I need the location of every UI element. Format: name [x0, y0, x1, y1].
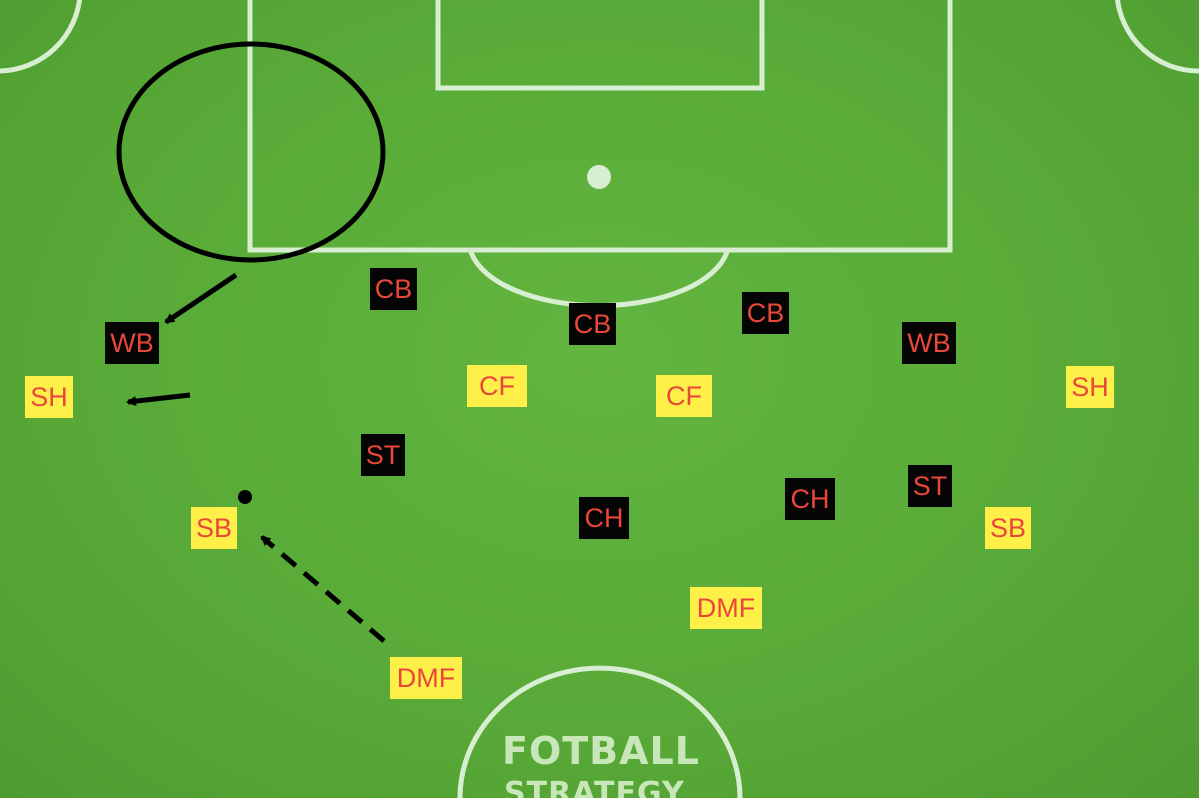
player-cf-right: CF [656, 375, 712, 417]
penalty-arc [468, 251, 730, 309]
space-highlight-ellipse [116, 41, 386, 263]
player-dmf-front: DMF [690, 587, 762, 629]
penalty-box [247, 0, 953, 253]
goal-area [435, 0, 765, 91]
player-sh-right: SH [1066, 366, 1114, 408]
player-ch-right: CH [785, 478, 835, 520]
penalty-spot [587, 165, 611, 189]
wb-movement-arrow [164, 272, 238, 325]
player-wb-left: WB [105, 322, 159, 364]
dmf-run-arrow [260, 535, 386, 643]
player-ch-left: CH [579, 497, 629, 539]
player-sh-left: SH [25, 376, 73, 418]
player-st-left: ST [361, 434, 405, 476]
ball-marker [238, 490, 252, 504]
watermark-logo-subtext: STRATEGY [504, 776, 685, 798]
center-circle-arc [457, 665, 743, 798]
player-cb-mid: CB [569, 303, 616, 345]
player-dmf-back: DMF [390, 657, 462, 699]
player-cb-left: CB [370, 268, 417, 310]
player-cb-right: CB [742, 292, 789, 334]
player-st-right: ST [908, 465, 952, 507]
player-sb-left: SB [191, 507, 237, 549]
player-cf-left: CF [467, 365, 527, 407]
player-wb-right: WB [902, 322, 956, 364]
player-sb-right: SB [985, 507, 1031, 549]
watermark-logo-text: FOTBALL [502, 729, 700, 773]
corner-arc-left [0, 0, 82, 74]
sh-movement-arrow [126, 392, 191, 407]
corner-arc-right [1115, 0, 1199, 74]
